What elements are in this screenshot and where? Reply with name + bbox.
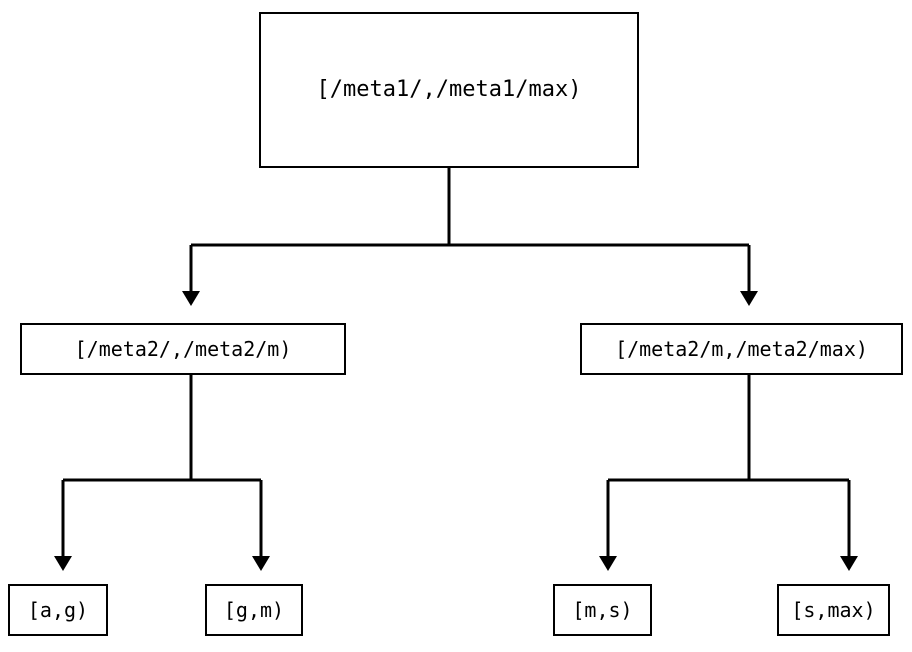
arrowhead-leaf-ms: [599, 556, 617, 571]
tree-node-leaf-ms-label: [m,s): [572, 598, 633, 622]
arrowhead-meta2-high: [740, 291, 758, 306]
tree-node-root-label: [/meta1/,/meta1/max): [316, 77, 582, 102]
tree-node-leaf-gm[interactable]: [g,m): [205, 584, 303, 636]
tree-node-meta2-low-label: [/meta2/,/meta2/m): [74, 337, 292, 361]
tree-node-meta2-low[interactable]: [/meta2/,/meta2/m): [20, 323, 346, 375]
tree-node-leaf-ms[interactable]: [m,s): [553, 584, 652, 636]
tree-node-leaf-smax-label: [s,max): [791, 598, 876, 622]
tree-node-meta2-high[interactable]: [/meta2/m,/meta2/max): [580, 323, 903, 375]
tree-node-root[interactable]: [/meta1/,/meta1/max): [259, 12, 639, 168]
tree-node-leaf-smax[interactable]: [s,max): [777, 584, 890, 636]
arrowhead-leaf-gm: [252, 556, 270, 571]
tree-node-leaf-ag-label: [a,g): [27, 598, 89, 622]
arrowhead-leaf-smax: [840, 556, 858, 571]
tree-node-meta2-high-label: [/meta2/m,/meta2/max): [615, 337, 868, 361]
tree-node-leaf-ag[interactable]: [a,g): [8, 584, 108, 636]
arrowhead-meta2-low: [182, 291, 200, 306]
arrowhead-leaf-ag: [54, 556, 72, 571]
tree-node-leaf-gm-label: [g,m): [223, 598, 285, 622]
